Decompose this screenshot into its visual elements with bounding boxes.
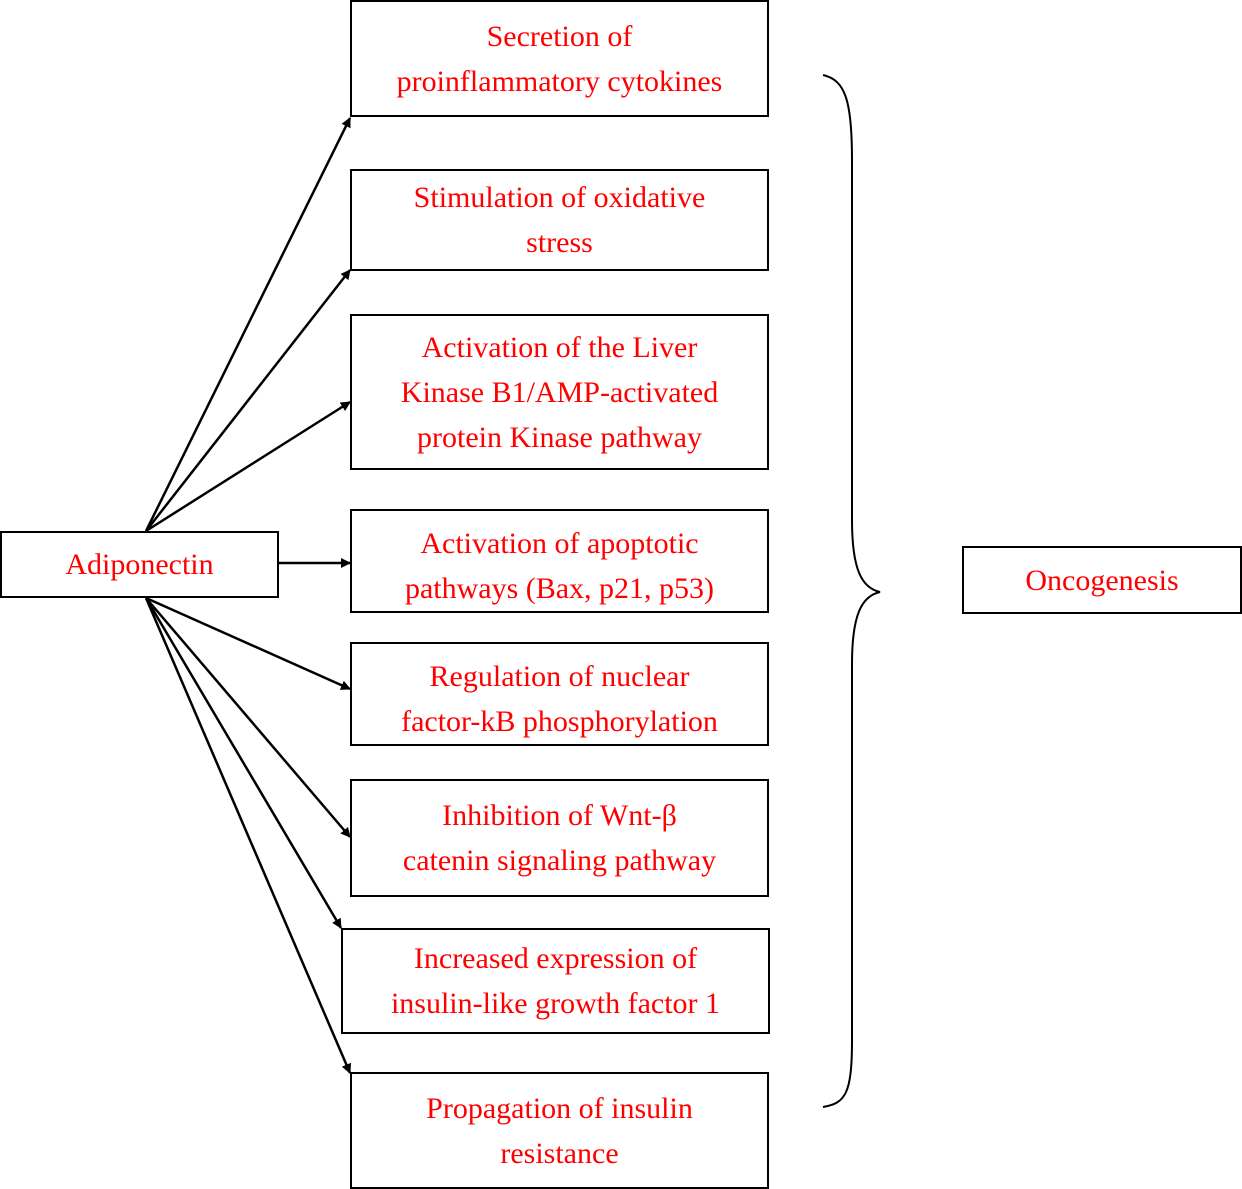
arrow-to-igf1-expression — [144, 597, 343, 929]
effect-label: Increased expression of insulin-like gro… — [390, 942, 721, 1020]
effect-box-apoptotic-pathways: Activation of apoptotic pathways (Bax, p… — [350, 509, 769, 613]
effect-box-insulin-resistance: Propagation of insulin resistance — [350, 1072, 769, 1189]
arrow-to-insulin-resistance — [144, 597, 352, 1074]
effect-box-igf1-expression: Increased expression of insulin-like gro… — [341, 928, 770, 1034]
effect-label: Inhibition of Wnt-β catenin signaling pa… — [402, 799, 717, 877]
arrow-to-wnt-beta-catenin — [145, 597, 351, 838]
effect-box-oxidative-stress: Stimulation of oxidative stress — [350, 169, 769, 271]
grouping-brace — [822, 74, 881, 1108]
arrow-to-oxidative-stress — [145, 269, 351, 532]
oncogenesis-box: Oncogenesis — [962, 546, 1242, 614]
effect-box-wnt-beta-catenin: Inhibition of Wnt-β catenin signaling pa… — [350, 779, 769, 897]
arrow-to-proinflammatory-cytokines — [144, 117, 352, 532]
oncogenesis-label: Oncogenesis — [1025, 563, 1179, 597]
effect-label: Activation of the Liver Kinase B1/AMP-ac… — [400, 330, 719, 454]
effect-label: Activation of apoptotic pathways (Bax, p… — [404, 527, 715, 605]
effect-label: Stimulation of oxidative stress — [413, 181, 706, 259]
effect-box-lkb1-ampk-pathway: Activation of the Liver Kinase B1/AMP-ac… — [350, 314, 769, 470]
effect-box-nfkb-phosphorylation: Regulation of nuclear factor-kB phosphor… — [350, 642, 769, 746]
arrow-to-nfkb-phosphorylation — [145, 596, 351, 691]
adiponectin-box: Adiponectin — [0, 531, 279, 598]
effect-box-proinflammatory-cytokines: Secretion of proinflammatory cytokines — [350, 0, 769, 117]
effect-label: Regulation of nuclear factor-kB phosphor… — [401, 660, 718, 738]
effect-label: Propagation of insulin resistance — [426, 1091, 693, 1170]
arrow-to-lkb1-ampk-pathway — [145, 400, 351, 533]
effect-label: Secretion of proinflammatory cytokines — [396, 19, 723, 98]
adiponectin-label: Adiponectin — [65, 548, 214, 581]
